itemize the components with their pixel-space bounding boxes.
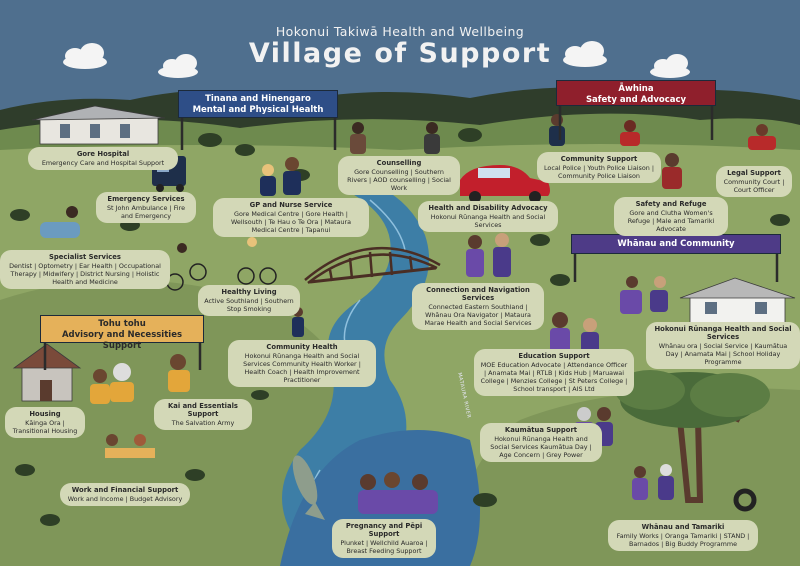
service-detail: Dentist | Optometry | Ear Health | Occup… bbox=[9, 262, 161, 286]
service-detail: Gore Counselling | Southern Rivers | AOD… bbox=[347, 168, 451, 192]
tyre-swing bbox=[733, 488, 757, 512]
service-name: Pregnancy and Pēpi Support bbox=[345, 522, 423, 538]
sign-tinana: Tinana and Hinengaro Mental and Physical… bbox=[178, 90, 338, 118]
service-name: Kaumātua Support bbox=[504, 426, 578, 434]
service-name: GP and Nurse Service bbox=[249, 201, 333, 209]
service-detail: Hokonui Rūnanga Health and Social Servic… bbox=[490, 435, 592, 459]
service-detail: St John Ambulance | Fire and Emergency bbox=[106, 204, 186, 220]
bridge bbox=[304, 247, 441, 284]
service-name: Connection and Navigation Services bbox=[426, 286, 530, 302]
service-name: Hokonui Rūnanga Health and Social Servic… bbox=[654, 325, 792, 341]
service-detail: Whānau ora | Social Service | Kaumātua D… bbox=[658, 342, 788, 366]
service-name: Safety and Refuge bbox=[635, 200, 707, 208]
sign-whanau: Whānau and Community bbox=[571, 234, 781, 254]
sign-tohu: Tohu tohu Advisory and Necessities Suppo… bbox=[40, 315, 204, 351]
service-detail: Gore and Clutha Women's Refuge | Male an… bbox=[627, 209, 715, 233]
cloud-icon bbox=[63, 41, 690, 78]
service-detail: Gore Medical Centre | Gore Health | Well… bbox=[230, 210, 352, 234]
marae-building bbox=[679, 277, 796, 324]
red-car bbox=[460, 165, 550, 203]
page-subtitle: Hokonui Takiwā Health and Wellbeing bbox=[275, 24, 525, 39]
service-name: Whānau and Tamariki bbox=[641, 523, 725, 531]
service-name: Community Health bbox=[266, 343, 338, 351]
page-title: Village of Support bbox=[248, 38, 552, 69]
service-name: Kai and Essentials Support bbox=[168, 402, 238, 418]
service-detail: The Salvation Army bbox=[171, 419, 235, 427]
service-detail: Hokonui Rūnanga Health and Social Servic… bbox=[430, 213, 546, 229]
service-detail: Emergency Care and Hospital Support bbox=[41, 159, 165, 167]
service-name: Specialist Services bbox=[49, 253, 121, 261]
service-name: Healthy Living bbox=[221, 288, 277, 296]
house-building bbox=[12, 343, 82, 402]
service-detail: Family Works | Oranga Tamariki | STAND |… bbox=[616, 532, 750, 548]
hospital-building bbox=[31, 105, 166, 145]
sign-posts bbox=[43, 100, 779, 370]
bush-decor bbox=[10, 128, 790, 526]
service-detail: Local Police | Youth Police Liaison | Co… bbox=[543, 164, 654, 180]
service-name: Housing bbox=[29, 410, 61, 418]
service-detail: MOE Education Advocate | Attendance Offi… bbox=[480, 361, 628, 393]
service-label-hokonui-runanga: Hokonui Rūnanga Health and Social Servic… bbox=[646, 322, 800, 369]
service-name: Work and Financial Support bbox=[71, 486, 179, 494]
service-detail: Plunket | Wellchild Auaroa | Breast Feed… bbox=[340, 539, 428, 555]
service-detail: Work and Income | Budget Advisory bbox=[67, 495, 183, 503]
service-name: Community Support bbox=[560, 155, 638, 163]
service-name: Emergency Services bbox=[107, 195, 185, 203]
service-name: Gore Hospital bbox=[76, 150, 130, 158]
service-name: Health and Disability Advocacy bbox=[428, 204, 548, 212]
service-detail: Kāinga Ora | Transitional Housing bbox=[12, 419, 78, 435]
service-detail: Community Court | Court Officer bbox=[723, 178, 785, 194]
service-detail: Connected Eastern Southland | Whānau Ora… bbox=[424, 303, 532, 327]
fish-icon bbox=[292, 455, 325, 520]
service-detail: Hokonui Rūnanga Health and Social Servic… bbox=[243, 352, 361, 384]
service-name: Education Support bbox=[518, 352, 590, 360]
service-detail: Active Southland | Southern Stop Smoking bbox=[204, 297, 294, 313]
service-name: Counselling bbox=[376, 159, 422, 167]
people-figures bbox=[40, 114, 776, 514]
service-name: Legal Support bbox=[727, 169, 781, 177]
tree bbox=[615, 370, 770, 503]
sign-awhina: Āwhina Safety and Advocacy bbox=[556, 80, 716, 106]
